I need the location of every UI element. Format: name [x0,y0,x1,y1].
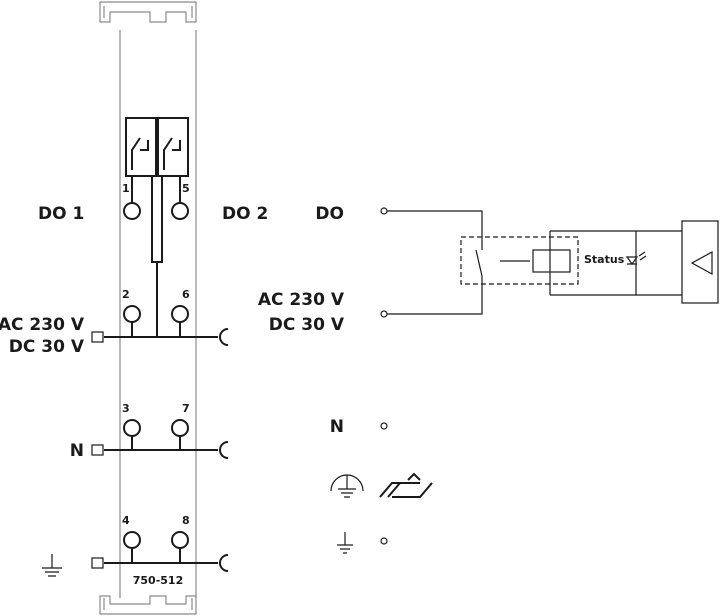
schematic-supply-line2: DC 30 V [269,315,345,335]
label-do1: DO 1 [38,204,84,224]
connector-icon [219,441,229,459]
schematic-supply-line1: AC 230 V [258,290,345,310]
led-icon [625,251,647,266]
connector-icon [219,328,229,346]
terminal-number-1: 1 [122,182,130,195]
module-supply-line2: DC 30 V [9,337,85,357]
triangle-icon [690,250,713,276]
ground-icon [337,532,353,554]
module-supply-line1: AC 230 V [0,315,85,335]
terminal-number-8: 8 [182,514,190,527]
terminal-number-6: 6 [182,288,190,301]
ground-icon [42,554,62,577]
terminal-number-4: 4 [122,514,130,527]
schematic-neutral-label: N [330,417,344,437]
relay-contact-icon [125,117,189,263]
terminal-number-5: 5 [182,182,190,195]
terminal-icon [380,422,388,430]
schematic-do-label: DO [315,204,344,224]
status-label: Status [584,253,625,266]
module-housing [99,1,197,615]
terminal-icon [91,262,229,346]
module-model-number: 750-512 [133,574,184,587]
terminal-icon [380,537,388,545]
protective-earth-icon [330,474,364,498]
terminal-number-7: 7 [182,402,190,415]
terminal-number-3: 3 [122,402,130,415]
terminal-icon [123,176,189,220]
label-do2: DO 2 [222,204,268,224]
connector-icon [219,554,229,572]
schematic-wiring [380,207,719,318]
terminal-number-2: 2 [122,288,130,301]
module-neutral-label: N [70,441,84,461]
din-rail-icon [379,472,433,498]
terminal-icon [91,419,229,459]
terminal-icon [91,531,229,572]
